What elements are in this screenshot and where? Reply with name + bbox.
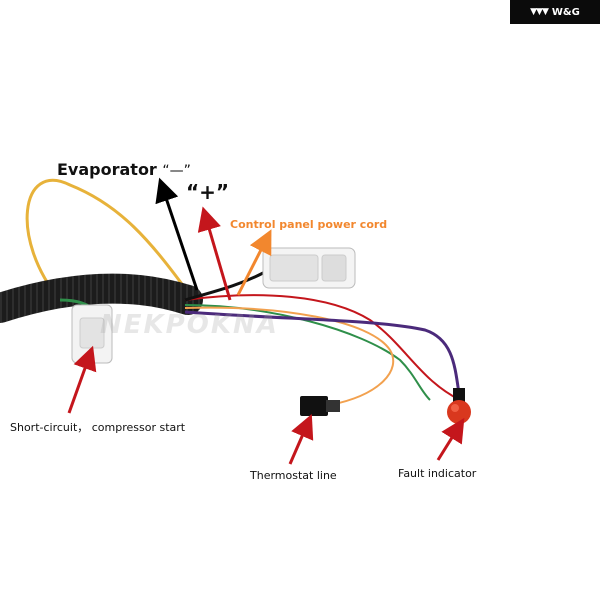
brand-name: W&G xyxy=(551,6,580,18)
evaporator-arrow xyxy=(155,177,199,291)
red-wire xyxy=(184,294,461,401)
brand-badge: ▼▼▼ W&G xyxy=(510,0,600,24)
fault-indicator-led xyxy=(447,388,471,424)
purple-wire xyxy=(184,310,462,401)
evaporator-sign: “—” xyxy=(162,163,191,179)
evaporator-label: Evaporator “—” xyxy=(57,160,191,179)
plus-label: “+” xyxy=(186,180,230,204)
plus-arrow xyxy=(197,206,232,301)
orange-wire xyxy=(184,306,395,406)
short-circuit-label: Short-circuit， compressor start xyxy=(10,421,186,434)
black-wire xyxy=(184,270,266,302)
fault-arrow xyxy=(436,417,465,461)
thermostat-label: Thermostat line xyxy=(250,469,337,482)
control-panel-connector xyxy=(262,247,356,289)
fault-indicator-label: Fault indicator xyxy=(398,467,477,480)
brand-logo-icon: ▼▼▼ xyxy=(530,7,549,17)
watermark-text: NEKPOKNA xyxy=(100,310,279,340)
short-circuit-arrow xyxy=(67,345,97,414)
control-panel-arrow xyxy=(236,229,272,296)
control-panel-label: Control panel power cord xyxy=(230,218,388,231)
thermostat-arrow xyxy=(288,413,314,465)
thermostat-connector xyxy=(300,396,340,416)
evaporator-label-text: Evaporator xyxy=(57,160,157,179)
yellow-wire xyxy=(25,178,192,301)
conduit xyxy=(0,273,203,323)
